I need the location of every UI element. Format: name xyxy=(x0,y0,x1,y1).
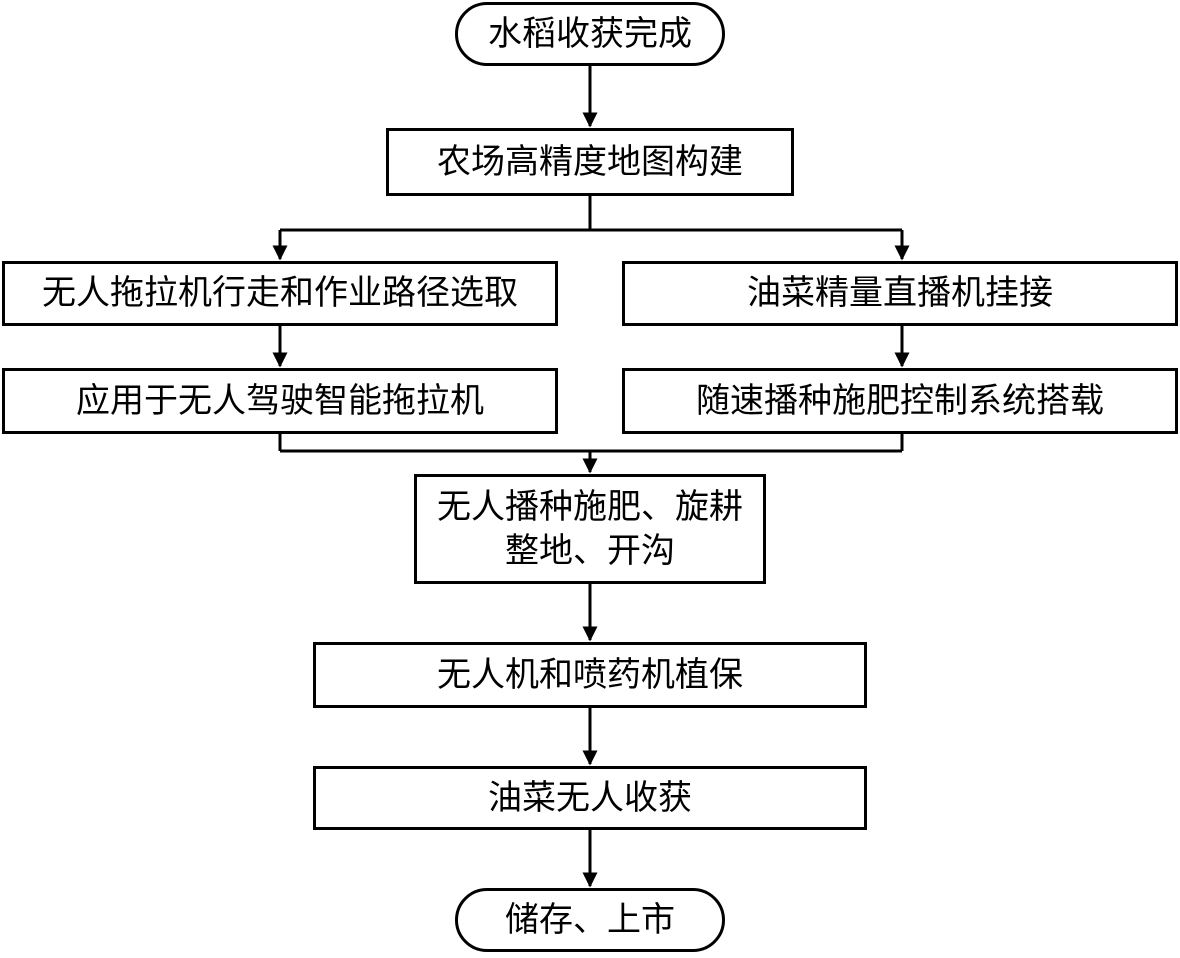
map-build-label: 农场高精度地图构建 xyxy=(437,141,743,182)
plant-protection-label: 无人机和喷药机植保 xyxy=(437,654,743,695)
map-build-step: 农场高精度地图构建 xyxy=(386,128,794,196)
start-node: 水稻收获完成 xyxy=(455,2,725,66)
start-node-label: 水稻收获完成 xyxy=(488,13,692,54)
seeder-hitch-step: 油菜精量直播机挂接 xyxy=(622,261,1178,326)
apply-tractor-step: 应用于无人驾驶智能拖拉机 xyxy=(2,368,558,434)
path-select-step: 无人拖拉机行走和作业路径选取 xyxy=(2,261,558,326)
plant-protection-step: 无人机和喷药机植保 xyxy=(313,642,867,708)
sowing-label-line2: 整地、开沟 xyxy=(505,531,675,571)
end-node: 储存、上市 xyxy=(455,888,725,952)
path-select-label: 无人拖拉机行走和作业路径选取 xyxy=(42,273,518,314)
harvest-label: 油菜无人收获 xyxy=(488,777,692,818)
harvest-step: 油菜无人收获 xyxy=(313,766,867,830)
sowing-step: 无人播种施肥、旋耕 整地、开沟 xyxy=(414,474,766,584)
apply-tractor-label: 应用于无人驾驶智能拖拉机 xyxy=(76,380,484,421)
control-system-step: 随速播种施肥控制系统搭载 xyxy=(622,368,1178,434)
seeder-hitch-label: 油菜精量直播机挂接 xyxy=(747,273,1053,314)
sowing-label-line1: 无人播种施肥、旋耕 xyxy=(437,486,743,527)
control-system-label: 随速播种施肥控制系统搭载 xyxy=(696,380,1104,421)
end-node-label: 储存、上市 xyxy=(505,899,675,940)
